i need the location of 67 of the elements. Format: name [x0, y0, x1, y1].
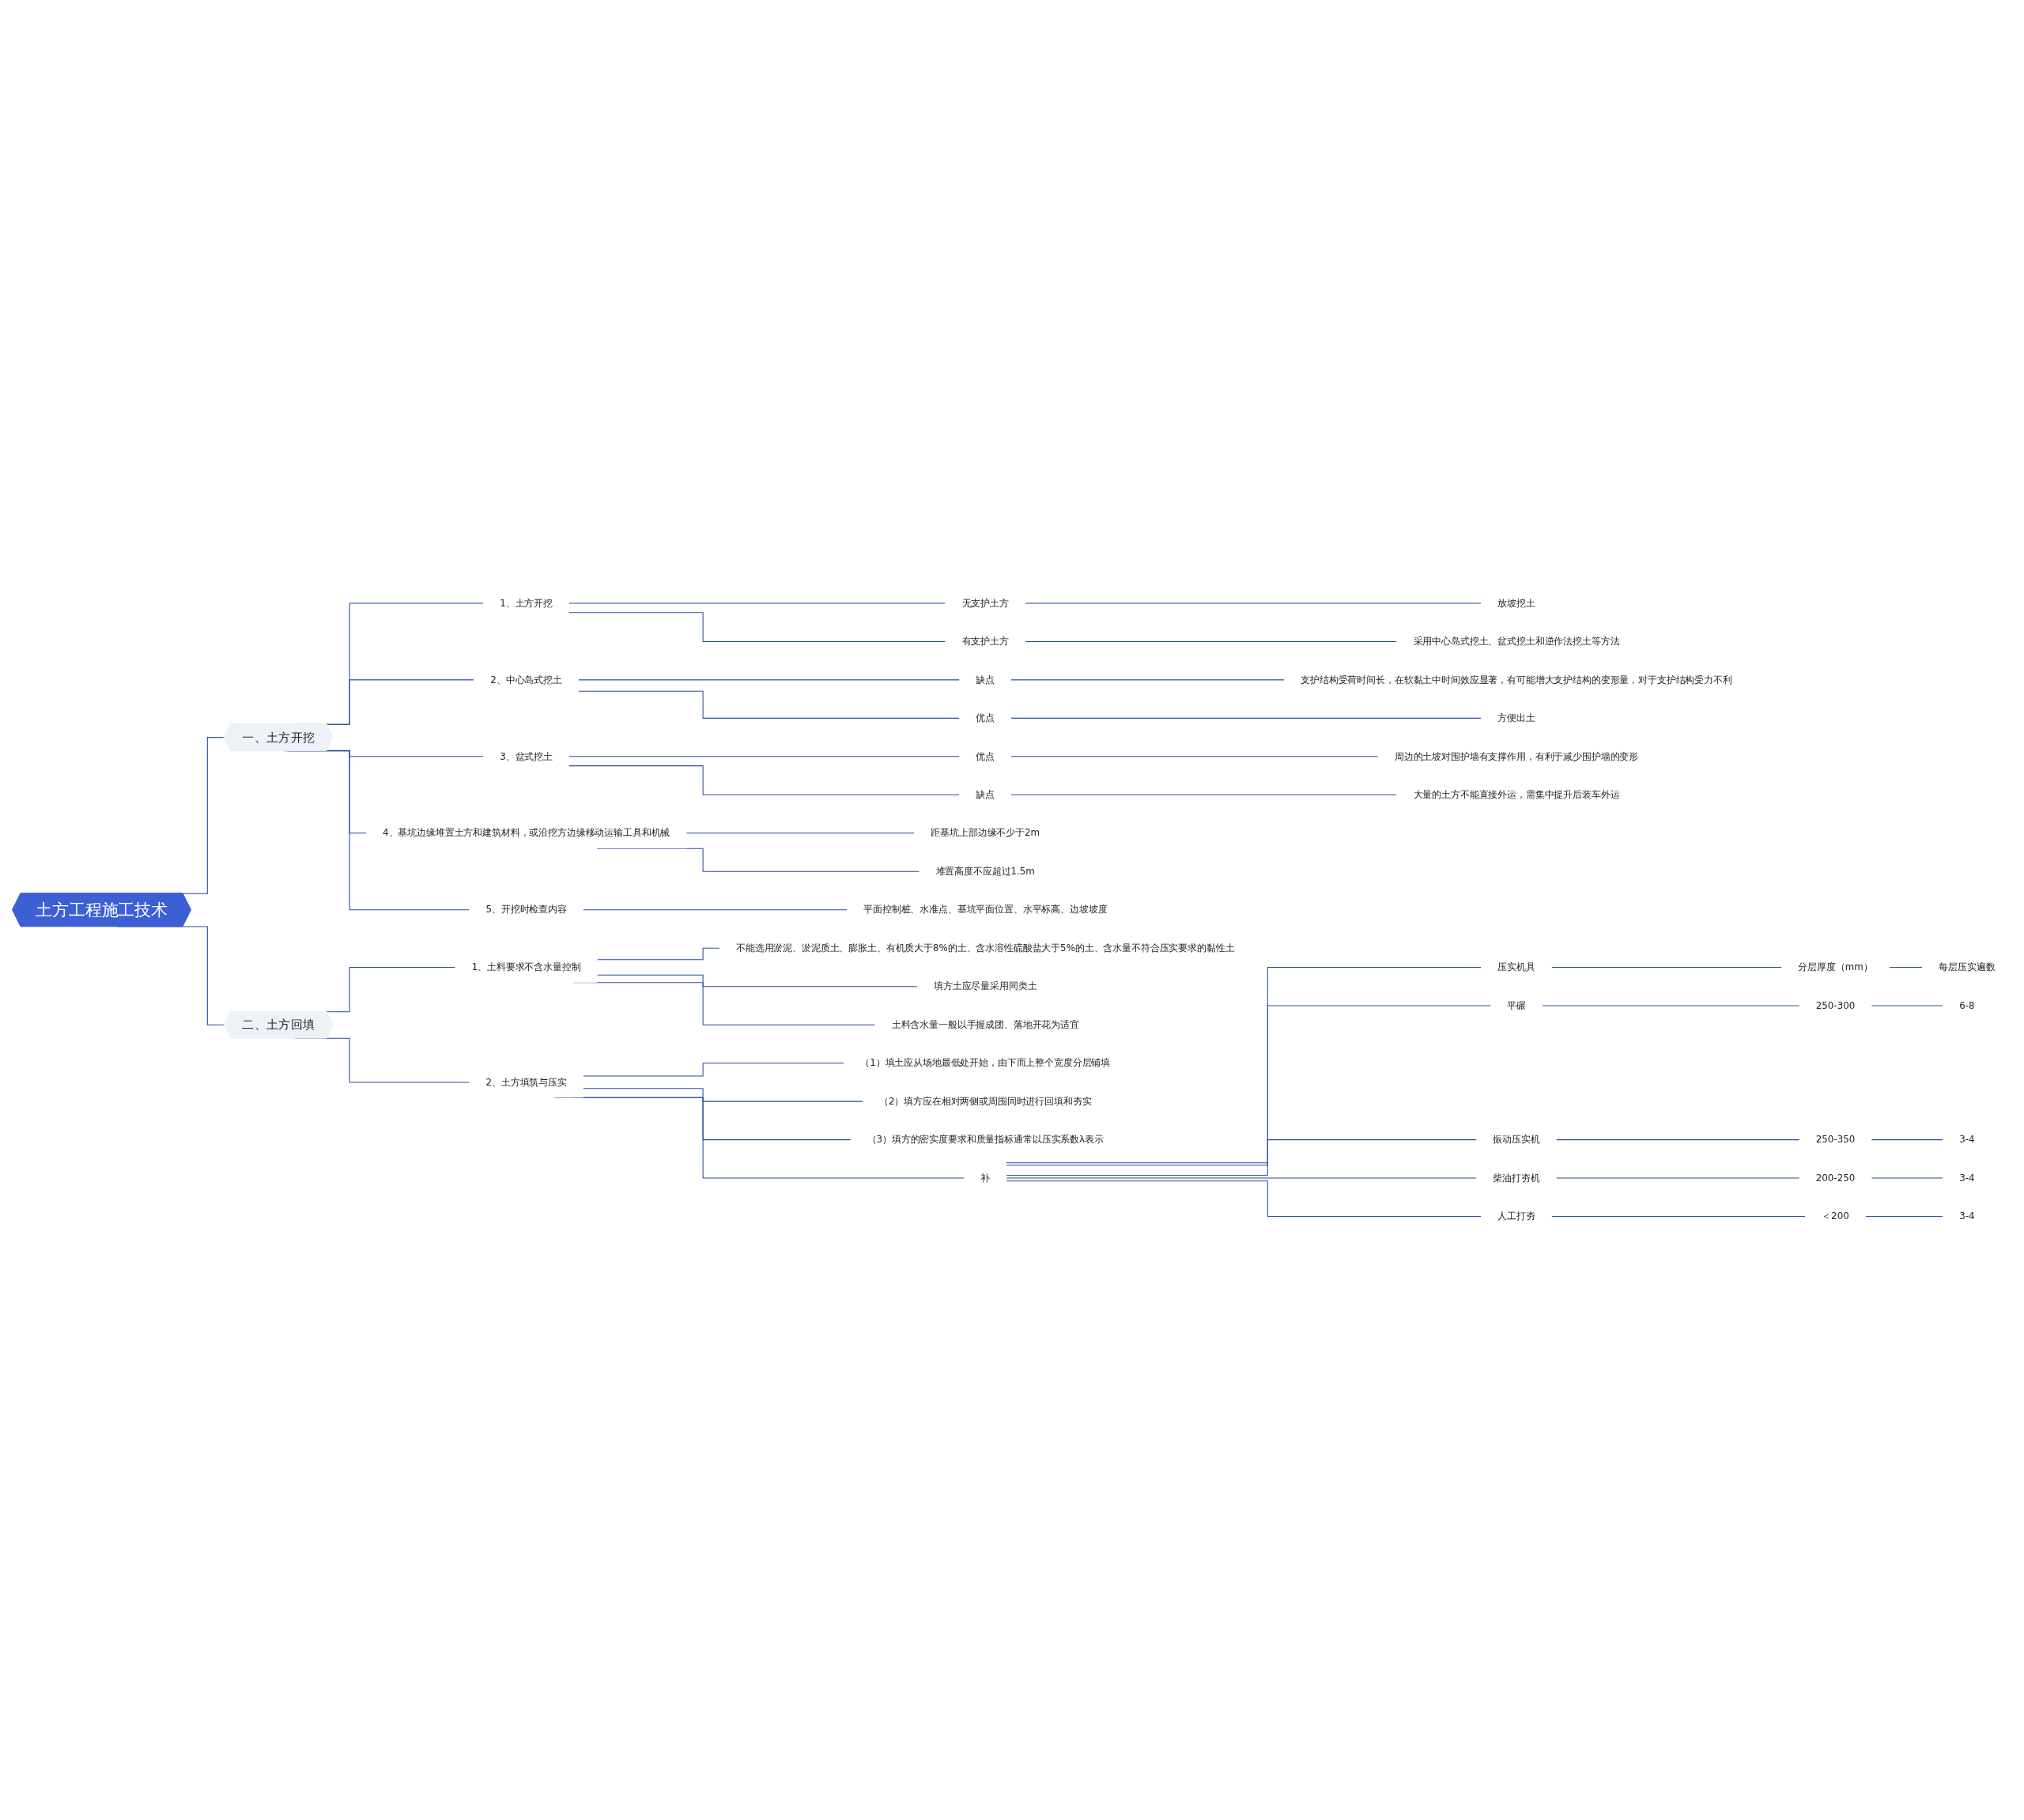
node-text: 3-4 [1959, 1210, 1975, 1222]
node-text: 3-4 [1959, 1134, 1975, 1146]
node-text: 不能选用淤泥、淤泥质土、膨胀土、有机质大于8%的土、含水溶性硫酸盐大于5%的土、含水量不符合压实要求的黏性土 [735, 942, 1235, 953]
node-text: 有支护土方 [961, 636, 1009, 648]
connector [583, 909, 848, 911]
connector [1025, 641, 1398, 643]
connector [1551, 1216, 1806, 1218]
connector [1551, 967, 1782, 969]
connector [1556, 1139, 1800, 1141]
node-text: 6-8 [1959, 999, 1975, 1011]
connector [597, 947, 720, 961]
connector [578, 690, 960, 719]
node-text: 压实机具 [1497, 961, 1535, 973]
node-text: 优点 [976, 712, 995, 724]
node-text: 柴油打夯机 [1493, 1172, 1540, 1184]
node-text: 支护结构受荷时间长，在软黏土中时间效应显著，有可能增大支护结构的变形量，对于支护结构受力不利 [1301, 674, 1732, 685]
connector [568, 765, 960, 796]
node-text: 每层压实遍数 [1939, 961, 1996, 973]
node-text: 缺点 [976, 789, 995, 801]
node-text: 周边的土坡对围护墙有支撑作用，有利于减少围护墙的变形 [1394, 750, 1639, 762]
connector [1871, 1139, 1943, 1141]
node-text: 无支护土方 [961, 597, 1009, 609]
node-text: 采用中心岛式挖土、盆式挖土和逆作法挖土等方法 [1413, 636, 1620, 648]
node-text: 平面控制桩、水准点、基坑平面位置、水平标高、边坡坡度 [863, 904, 1108, 916]
node-text: 方便出土 [1497, 712, 1535, 724]
node-text: （3）填方的密实度要求和质量指标通常以压实系数λ表示 [867, 1134, 1104, 1146]
node-text: 2、中心岛式挖土 [490, 674, 562, 685]
connector [1865, 1216, 1943, 1218]
node-text: 200-250 [1815, 1172, 1856, 1184]
node-text: 缺点 [976, 674, 995, 685]
connector [1889, 967, 1923, 969]
connector [1006, 1005, 1491, 1166]
node-text: 人工打夯 [1497, 1210, 1535, 1222]
node-text: 1、土料要求不含水量控制 [471, 961, 581, 973]
node-text: 分层厚度（mm） [1798, 961, 1873, 973]
connector [578, 679, 960, 681]
node-text: 大量的土方不能直接外运，需集中提升后装车外运 [1413, 789, 1620, 801]
connector [1010, 679, 1285, 681]
node-text: 250-300 [1815, 999, 1856, 1011]
node-text: 1、土方开挖 [500, 597, 553, 609]
node-text: 堆置高度不应超过1.5m [935, 866, 1035, 877]
connector [1010, 795, 1398, 796]
node-text: 250-350 [1815, 1134, 1856, 1146]
connector [1006, 1139, 1477, 1176]
node-text: 距基坑上部边缘不少于2m [931, 827, 1040, 839]
connector [583, 1088, 863, 1102]
node-text: 平碾 [1507, 999, 1526, 1011]
node-text: 振动压实机 [1493, 1134, 1540, 1146]
node-text: （2）填方应在相对两侧或周围同时进行回填和夯实 [879, 1095, 1092, 1107]
node-text: （1）填土应从场地最低处开始，由下而上整个宽度分层铺填 [860, 1057, 1111, 1069]
node-text: 放坡挖土 [1497, 597, 1535, 609]
node-text: ＜200 [1822, 1210, 1849, 1222]
connector [583, 1063, 844, 1077]
node-text: 3-4 [1959, 1172, 1975, 1184]
connector [568, 756, 960, 757]
node-text: 优点 [976, 750, 995, 762]
connector [1010, 756, 1379, 757]
connector [568, 612, 946, 643]
node-text: 3、盆式挖土 [500, 750, 553, 762]
connector [597, 974, 918, 987]
node-text: 土料含水量一般以手握成团、落地开花为适宜 [891, 1018, 1079, 1030]
connector [685, 833, 915, 834]
connector [1010, 718, 1482, 719]
node-text: 补 [980, 1172, 991, 1184]
node-text: 填方土应尽量采用同类土 [934, 980, 1037, 992]
node-text: 5、开挖时检查内容 [485, 904, 567, 916]
connector [1006, 1180, 1482, 1218]
